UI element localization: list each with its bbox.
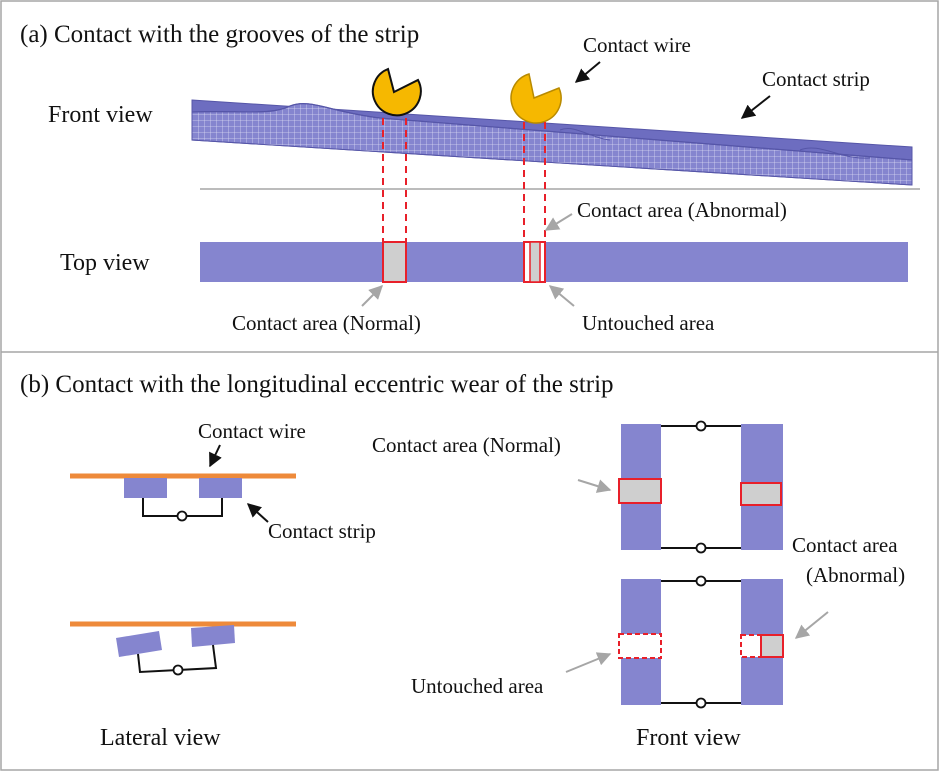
panel-a: (a) Contact with the grooves of the stri… xyxy=(20,21,920,335)
pivot-icon xyxy=(172,664,184,676)
front-view-strip xyxy=(191,99,913,186)
front-view-abnormal xyxy=(618,575,784,709)
contact-wire-section-icon xyxy=(371,67,422,117)
arrow-to-wire xyxy=(574,61,601,83)
pivot-icon xyxy=(695,575,707,587)
pivot-icon xyxy=(695,542,707,554)
lateral-view-tilted xyxy=(70,621,296,676)
contact-area-normal-label-b: Contact area (Normal) xyxy=(372,433,561,457)
contact-area-abnormal-box xyxy=(529,241,541,283)
contact-strip-label: Contact strip xyxy=(762,67,870,91)
untouched-area-label-b: Untouched area xyxy=(411,674,544,698)
arrow-to-strip-b xyxy=(246,503,269,523)
contact-area-normal-box xyxy=(382,241,407,283)
contact-area-abnormal-label: Contact area (Abnormal) xyxy=(577,198,787,222)
arrow-to-abnormal-b xyxy=(794,611,829,639)
arrow-to-normal-b xyxy=(577,479,612,493)
contact-area-abnormal-label-b1: Contact area xyxy=(792,533,898,557)
arrow-to-abnormal xyxy=(544,213,573,231)
front-view-label: Front view xyxy=(48,102,153,128)
contact-wire-label-b: Contact wire xyxy=(198,419,306,443)
panel-b-caption: (b) Contact with the longitudinal eccent… xyxy=(20,371,614,398)
arrow-to-normal xyxy=(361,285,383,307)
top-view-strip xyxy=(200,242,908,282)
contact-wire-section-icon xyxy=(510,73,562,124)
arrow-to-wire-b xyxy=(209,444,222,468)
pivot-icon xyxy=(176,510,188,522)
arrow-to-strip xyxy=(740,95,771,119)
pivot-icon xyxy=(695,420,707,432)
lateral-view-label: Lateral view xyxy=(100,725,221,751)
untouched-area-label: Untouched area xyxy=(582,311,715,335)
front-view-label-b: Front view xyxy=(636,725,741,751)
arrow-to-untouched-b xyxy=(565,652,612,673)
contact-area-abnormal-label-b2: (Abnormal) xyxy=(806,563,905,587)
front-view-normal xyxy=(618,420,783,554)
top-view-label: Top view xyxy=(60,250,150,276)
lateral-view-normal xyxy=(70,473,296,522)
contact-strip-label-b: Contact strip xyxy=(268,519,376,543)
contact-area-normal-label: Contact area (Normal) xyxy=(232,311,421,335)
panel-b: (b) Contact with the longitudinal eccent… xyxy=(20,371,905,751)
pivot-icon xyxy=(695,697,707,709)
contact-wire-label: Contact wire xyxy=(583,33,691,57)
panel-a-caption: (a) Contact with the grooves of the stri… xyxy=(20,21,419,48)
arrow-to-untouched xyxy=(548,285,575,307)
